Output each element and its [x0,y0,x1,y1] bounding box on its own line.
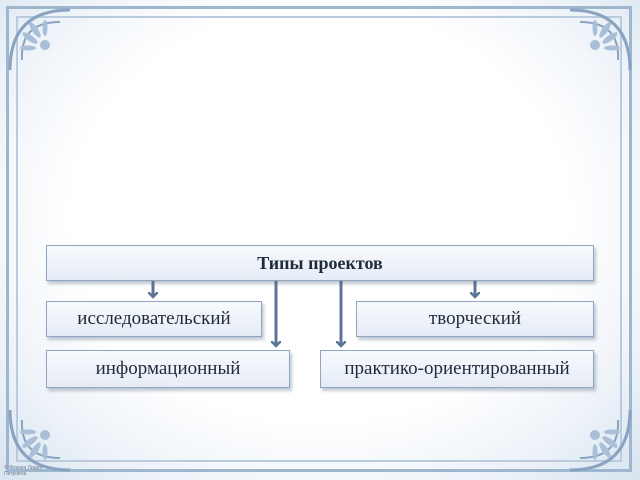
author-credit: © Фокина Лидия Петровна [4,465,43,477]
corner-ornament-icon [569,8,632,71]
project-type-label: творческий [428,308,522,329]
project-type-label: информационный [95,358,241,379]
decorative-frame-inner [16,16,622,462]
diagram-title-box: Типы проектов [46,245,594,281]
project-type-practice-oriented: практико-ориентированный [320,350,594,388]
diagram-title: Типы проектов [257,252,383,273]
project-type-label: практико-ориентированный [344,358,570,379]
project-type-research: исследовательский [46,301,262,337]
decorative-frame-outer [6,6,632,472]
corner-ornament-icon [569,409,632,472]
project-type-creative: творческий [356,301,594,337]
project-type-informational: информационный [46,350,290,388]
corner-ornament-icon [8,409,71,472]
corner-ornament-icon [8,8,71,71]
project-type-label: исследовательский [77,308,231,329]
